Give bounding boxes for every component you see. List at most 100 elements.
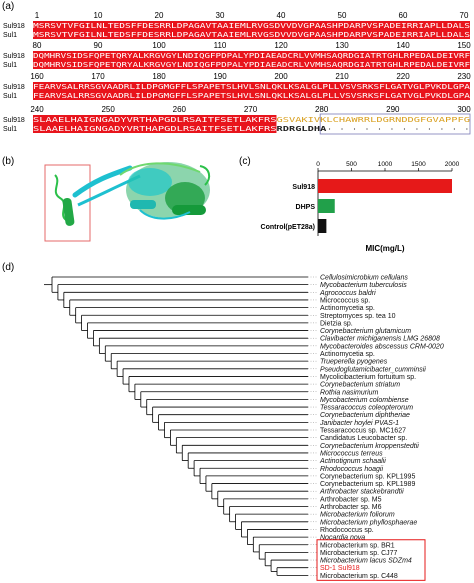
microbacterium-clade-box [316,539,426,581]
taxon-label: Micrococcus terreus [320,450,383,457]
taxon-label: Arthrobacter sp. M6 [320,504,382,511]
residue-number: 150 [457,41,471,50]
taxon-label: Microbacterium sp. CJ77 [320,550,398,557]
panel-label-a: (a) [2,1,14,12]
category-label: Control(pET28a) [261,224,315,231]
taxon-label: Agrococcus baldri [319,290,376,297]
gap-dot [466,128,468,130]
conserved-region [33,60,470,69]
taxon-label: Corynebacterium diphtheriae [320,412,410,419]
gap-dot [391,128,393,130]
gap-dot [328,128,331,130]
taxon-label: Microbacterium sp. BR1 [320,542,395,549]
residue-number: 10 [94,11,103,20]
conserved-region [33,21,470,30]
residue-number: 170 [91,72,105,81]
taxon-label: Janibacter hoylei PVAS-1 [319,420,399,427]
residue-number: 260 [173,105,187,114]
taxon-label: Dietzia sp. [320,320,353,327]
taxon-label: Rhodococcus sp. [320,527,374,534]
sequence-name: Sul1 [3,62,17,69]
sequence-text: DQMHRVSIDSFQPETQRYALKRGVGYLNDIQGFPDPALYP… [33,61,470,69]
taxon-label: Corynebacterium striatum [320,382,400,389]
residue-number: 90 [94,41,103,50]
residue-number: 200 [274,72,288,81]
taxon-label: Actinomycetia sp. [320,305,375,312]
sequence-name: Sul918 [3,53,25,60]
conserved-region [33,82,470,91]
residue-number: 160 [30,72,44,81]
taxon-label: Candidatus Leucobacter sp. [320,435,407,442]
gap-dot [378,128,381,130]
gap-dot [366,128,368,130]
residue-number: 180 [152,72,166,81]
residue-number: 140 [396,41,410,50]
conserved-region [33,115,277,124]
taxon-label: Clavibacter michiganensis LMG 26808 [320,336,440,343]
sequence-name: Sul918 [3,84,25,91]
residue-number: 130 [335,41,349,50]
sequence-name: Sul1 [3,93,17,100]
sequence-name: Sul1 [3,126,17,133]
category-label: Sul918 [292,184,315,191]
gap-dot [453,128,455,130]
sequence-text: DQMHRVSIDSFQPETQRYALKRGVGYLNDIQGFPDPALYP… [33,52,470,60]
residue-number: 220 [396,72,410,81]
taxon-label: Arthrobacter stackebrandtii [319,489,404,496]
taxon-label: Rothia nasimurium [320,389,379,396]
taxon-label: Mycobacteroides abscessus CRM-0020 [320,343,444,350]
taxon-label: Corynebacterium sp. KPL1989 [320,481,415,488]
sequence-name: Sul918 [3,23,25,30]
taxon-label: Mycobacterium tuberculosis [320,282,407,289]
category-label: DHPS [296,204,316,211]
x-tick-label: 2000 [445,161,460,168]
taxon-label: Arthrobacter sp. M5 [320,496,382,503]
gap-dot [428,128,431,130]
taxon-label: Microbacterium foliorum [320,512,395,519]
sequence-text-variable: GSVAKIVKLCHAWRRLDGRNDDGFGVAPPFG [276,116,470,124]
conserved-region [33,124,277,133]
bar [318,199,335,213]
gap-dot [416,128,418,130]
taxon-label: Mycolicibacterium fortuitum sp. [320,374,416,381]
sequence-name: Sul918 [3,117,25,124]
taxon-label: Rhodococcus hoagii [320,466,383,473]
x-tick-label: 1500 [411,161,426,168]
taxon-label: Actinomycetia sp. [320,351,375,358]
residue-number: 250 [101,105,115,114]
residue-number: 80 [33,41,42,50]
panel-label-c: (c) [239,156,251,167]
sequence-text: FEARVSALRRSGVAADRLILDPGMGFFLSPAPETSLHVLS… [33,83,471,91]
bar [318,219,327,233]
c-terminal-extension-box [319,113,471,135]
residue-number: 240 [30,105,44,114]
taxon-label: Mycobacterium colombiense [320,397,409,404]
x-tick-label: 0 [316,161,320,168]
residue-number: 270 [244,105,258,114]
panel-label-d: (d) [2,262,14,273]
conserved-region [33,91,470,100]
bar [318,179,452,193]
taxon-label: Corynebacterium kroppenstedtii [320,443,419,450]
residue-number: 1 [35,11,40,20]
panel-label-b: (b) [2,156,14,167]
sequence-text: SLAAELHAIGNGADYVRTHAPGDLRSAITFSETLAKFRS [33,116,276,124]
residue-number: 20 [155,11,164,20]
taxon-label: Microbacterium sp. C448 [320,573,398,580]
gap-dot [441,128,443,130]
taxon-label: SD-1 Sul918 [320,565,360,572]
taxon-label: Nocardia nova [320,535,365,542]
taxon-label: Cellulosimicrobium cellulans [320,275,408,282]
conserved-region [33,51,470,60]
residue-number: 30 [216,11,225,20]
gap-dot [353,128,356,130]
residue-number: 50 [338,11,347,20]
taxon-label: Pseudoglutamicibacter_cumminsii [320,366,426,373]
gap-dot [403,128,406,130]
taxon-label: Tessaracoccus sp. MC1627 [320,428,406,435]
